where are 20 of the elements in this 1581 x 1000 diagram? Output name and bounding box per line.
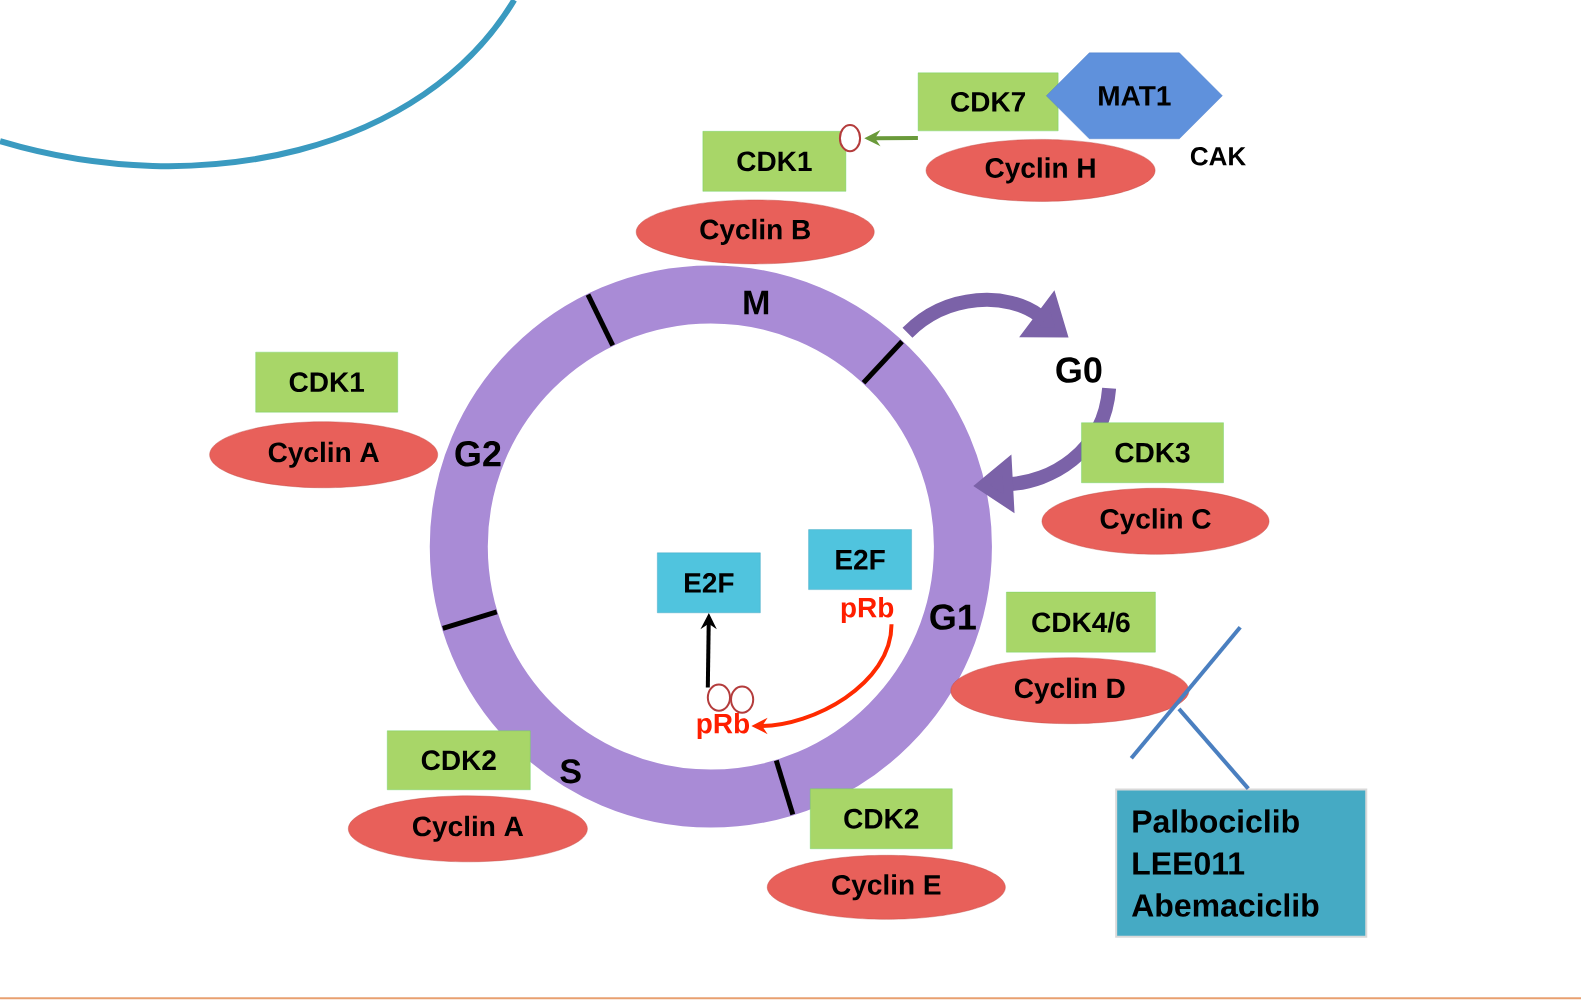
factor-box: E2F <box>808 529 912 590</box>
kinase-box: CDK1 <box>702 131 847 192</box>
hexagon-box: MAT1 <box>1046 52 1223 139</box>
kinase-box: CDK7 <box>917 72 1059 131</box>
kinase-box: CDK4/6 <box>1006 591 1156 653</box>
connector-line <box>1177 707 1250 790</box>
drug-box: Palbociclib LEE011 Abemaciclib <box>1115 788 1368 938</box>
kinase-box: CDK3 <box>1081 422 1224 483</box>
kinase-box: CDK1 <box>255 351 398 413</box>
phase-label: G1 <box>930 604 976 630</box>
kinase-box: CDK2 <box>387 730 531 790</box>
phase-label: G0 <box>1056 357 1102 383</box>
kinase-box: CDK2 <box>810 788 953 849</box>
phase-label: G2 <box>455 440 501 467</box>
factor-box: E2F <box>657 552 761 613</box>
complex-label: CAK <box>1190 146 1246 166</box>
phase-label: M <box>744 290 769 315</box>
protein-label: pRb <box>841 596 894 623</box>
phase-label: S <box>560 759 581 784</box>
protein-label: pRb <box>697 712 749 739</box>
